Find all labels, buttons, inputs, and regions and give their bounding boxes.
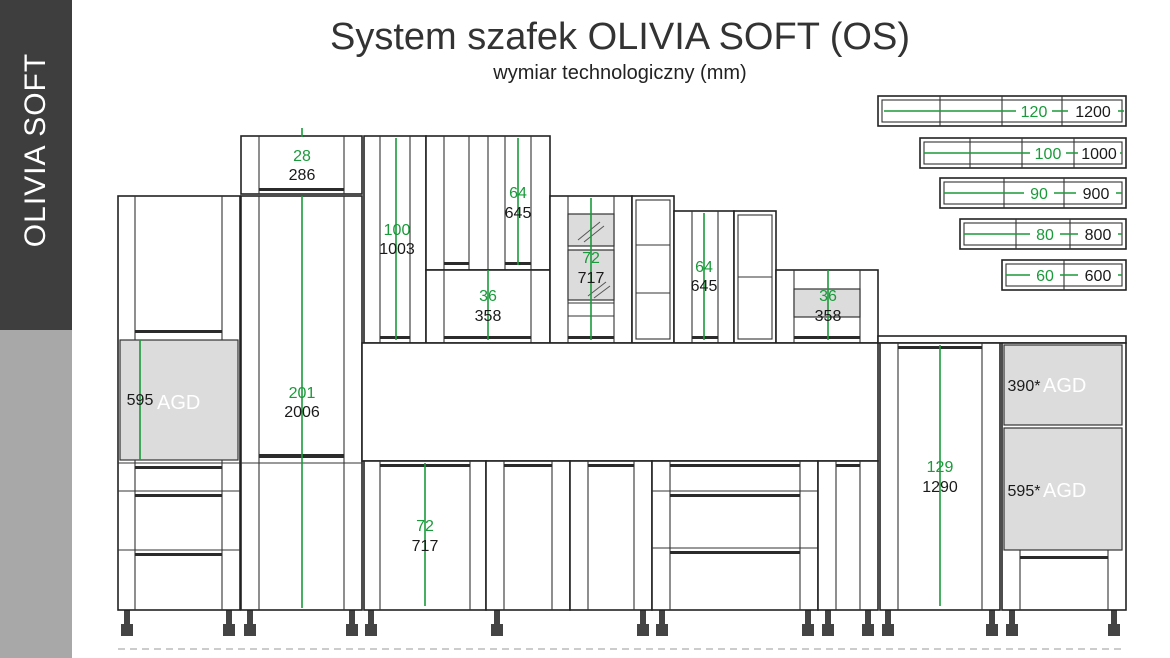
cabinet-leg-foot <box>346 624 358 636</box>
tall-appliance-cabinet <box>117 195 241 611</box>
dim-72b-units: 72 <box>416 518 434 535</box>
dim-64a-mm: 645 <box>505 205 532 222</box>
cabinet-leg <box>368 610 374 624</box>
dim-28-mm: 286 <box>289 167 316 184</box>
cabinet-leg <box>989 610 995 624</box>
dim-36b-mm: 358 <box>815 308 842 325</box>
width-120-units: 120 <box>1021 104 1048 121</box>
cabinet-leg-foot <box>656 624 668 636</box>
dim-595s-mm: 595* <box>1008 483 1041 500</box>
dim-72a-mm: 717 <box>578 270 605 287</box>
appliance-column <box>1001 342 1127 611</box>
cabinet-leg-foot <box>223 624 235 636</box>
dim-129-units: 129 <box>927 459 954 476</box>
width-1000-mm: 1000 <box>1081 146 1117 163</box>
cabinet-leg <box>247 610 253 624</box>
cabinet-leg <box>1111 610 1117 624</box>
dim-72a-units: 72 <box>582 250 600 267</box>
cabinet-leg <box>659 610 665 624</box>
dim-28-units: 28 <box>293 148 311 165</box>
cabinet-leg <box>825 610 831 624</box>
base-cabinets <box>363 460 879 611</box>
dim-36a-units: 36 <box>479 288 497 305</box>
cabinet-leg <box>885 610 891 624</box>
cabinet-leg-foot <box>802 624 814 636</box>
cabinet-leg <box>349 610 355 624</box>
appliance-slot-390 <box>1003 344 1123 426</box>
cabinet-leg-foot <box>365 624 377 636</box>
agd-label-lower: AGD <box>1043 480 1086 502</box>
cabinet-leg-foot <box>822 624 834 636</box>
dim-64b-units: 64 <box>695 259 713 276</box>
cabinet-leg-foot <box>121 624 133 636</box>
width-900-mm: 900 <box>1083 186 1110 203</box>
dim-72b-mm: 717 <box>412 538 439 555</box>
width-600-mm: 600 <box>1085 268 1112 285</box>
cabinet-leg-foot <box>1108 624 1120 636</box>
cabinet-leg-foot <box>491 624 503 636</box>
dim-100-mm: 1003 <box>379 241 415 258</box>
dim-100-units: 100 <box>384 222 411 239</box>
dim-64b-mm: 645 <box>691 278 718 295</box>
dim-390-mm: 390* <box>1008 378 1041 395</box>
open-shelf-unit <box>631 195 675 344</box>
cabinet-leg-foot <box>637 624 649 636</box>
cabinet-leg <box>640 610 646 624</box>
cabinet-leg <box>1009 610 1015 624</box>
wall-cabinet-645 <box>673 210 777 344</box>
agd-label-upper: AGD <box>1043 375 1086 397</box>
cabinet-leg <box>494 610 500 624</box>
width-1200-mm: 1200 <box>1075 104 1111 121</box>
cabinet-legs <box>121 610 1120 636</box>
cabinet-leg-foot <box>862 624 874 636</box>
cabinet-leg <box>865 610 871 624</box>
worktop <box>361 335 1127 462</box>
dim-595-mm: 595 <box>127 392 154 409</box>
cabinet-leg <box>805 610 811 624</box>
side-band-light <box>0 330 72 658</box>
width-60-units: 60 <box>1036 268 1054 285</box>
page-subtitle: wymiar technologiczny (mm) <box>493 62 747 84</box>
dim-36b-units: 36 <box>819 288 837 305</box>
cabinet-leg-foot <box>244 624 256 636</box>
agd-label-left: AGD <box>157 392 200 414</box>
appliance-slot-595 <box>1003 427 1123 551</box>
cabinet-leg <box>226 610 232 624</box>
cabinet-leg-foot <box>882 624 894 636</box>
cabinet-leg-foot <box>986 624 998 636</box>
width-90-units: 90 <box>1030 186 1048 203</box>
dim-201-mm: 2006 <box>284 404 320 421</box>
width-80-units: 80 <box>1036 227 1054 244</box>
dim-201-units: 201 <box>289 385 316 402</box>
cabinet-leg-foot <box>1006 624 1018 636</box>
dim-36a-mm: 358 <box>475 308 502 325</box>
page-title: System szafek OLIVIA SOFT (OS) <box>329 16 910 58</box>
wall-tall-cabinets <box>363 135 551 344</box>
cabinet-leg <box>124 610 130 624</box>
dim-129-mm: 1290 <box>922 479 958 496</box>
glass-cabinet-358 <box>775 269 879 344</box>
side-band-dark <box>0 0 72 330</box>
width-800-mm: 800 <box>1085 227 1112 244</box>
label-backgrounds <box>1016 102 1120 284</box>
dim-64a-units: 64 <box>509 185 527 202</box>
width-100-units: 100 <box>1035 146 1062 163</box>
